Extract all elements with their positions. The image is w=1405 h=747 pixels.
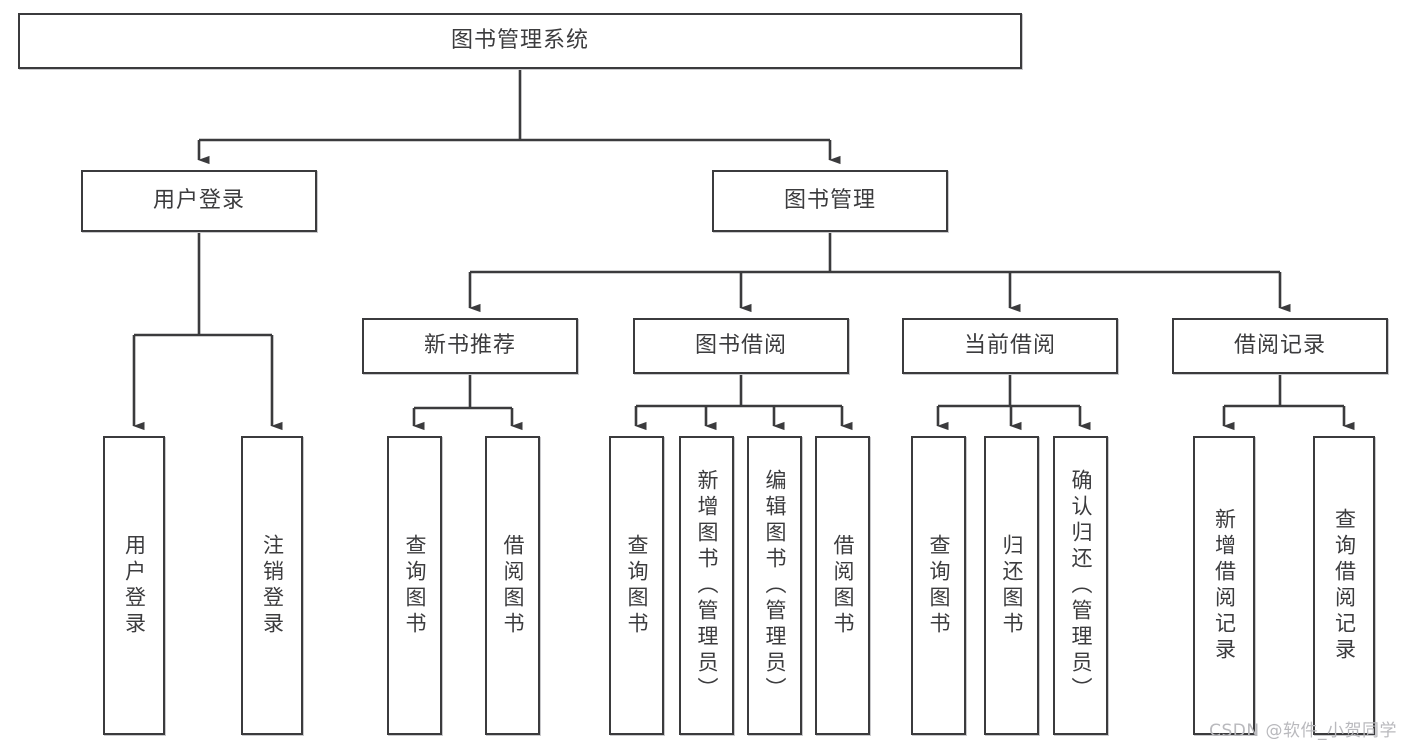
node-leaf-query-borrow-record[interactable]: 查询借阅记录 [1313, 436, 1375, 735]
node-leaf-query-book-3-label: 查询图书 [927, 533, 951, 638]
node-leaf-return-book-label: 归还图书 [1000, 533, 1024, 638]
node-leaf-confirm-return-admin[interactable]: 确认归还（管理员） [1053, 436, 1108, 735]
node-book-manage[interactable]: 图书管理 [712, 170, 948, 232]
node-leaf-query-book-2-label: 查询图书 [625, 533, 649, 638]
node-root-label: 图书管理系统 [450, 28, 589, 54]
node-root[interactable]: 图书管理系统 [18, 13, 1022, 69]
node-book-borrow[interactable]: 图书借阅 [633, 318, 849, 374]
node-current-borrow-label: 当前借阅 [963, 333, 1056, 359]
node-book-manage-label: 图书管理 [783, 188, 876, 214]
node-leaf-edit-book-admin[interactable]: 编辑图书（管理员） [747, 436, 802, 735]
node-borrow-record[interactable]: 借阅记录 [1172, 318, 1388, 374]
node-leaf-query-book-2[interactable]: 查询图书 [609, 436, 664, 735]
node-leaf-add-borrow-record-label: 新增借阅记录 [1212, 507, 1237, 664]
node-leaf-borrow-book-2-label: 借阅图书 [831, 533, 855, 638]
node-borrow-record-label: 借阅记录 [1233, 333, 1326, 359]
node-leaf-confirm-return-admin-label: 确认归还（管理员） [1069, 468, 1093, 703]
node-new-book-recommend[interactable]: 新书推荐 [362, 318, 578, 374]
node-leaf-add-borrow-record[interactable]: 新增借阅记录 [1193, 436, 1255, 735]
node-new-book-recommend-label: 新书推荐 [423, 333, 516, 359]
node-leaf-borrow-book-1-label: 借阅图书 [501, 533, 525, 638]
node-leaf-query-book-3[interactable]: 查询图书 [911, 436, 966, 735]
node-leaf-return-book[interactable]: 归还图书 [984, 436, 1039, 735]
node-leaf-logout[interactable]: 注销登录 [241, 436, 303, 735]
node-leaf-query-book-1-label: 查询图书 [403, 533, 427, 638]
node-leaf-logout-label: 注销登录 [260, 533, 285, 638]
node-leaf-user-login[interactable]: 用户登录 [103, 436, 165, 735]
node-leaf-user-login-label: 用户登录 [122, 533, 147, 638]
node-current-borrow[interactable]: 当前借阅 [902, 318, 1118, 374]
node-user-login-label: 用户登录 [152, 188, 245, 214]
node-leaf-edit-book-admin-label: 编辑图书（管理员） [763, 468, 787, 703]
node-leaf-borrow-book-2[interactable]: 借阅图书 [815, 436, 870, 735]
node-user-login[interactable]: 用户登录 [81, 170, 317, 232]
node-book-borrow-label: 图书借阅 [694, 333, 787, 359]
node-leaf-query-borrow-record-label: 查询借阅记录 [1332, 507, 1357, 664]
node-leaf-borrow-book-1[interactable]: 借阅图书 [485, 436, 540, 735]
node-leaf-add-book-admin[interactable]: 新增图书（管理员） [679, 436, 734, 735]
node-leaf-query-book-1[interactable]: 查询图书 [387, 436, 442, 735]
node-leaf-add-book-admin-label: 新增图书（管理员） [695, 468, 719, 703]
